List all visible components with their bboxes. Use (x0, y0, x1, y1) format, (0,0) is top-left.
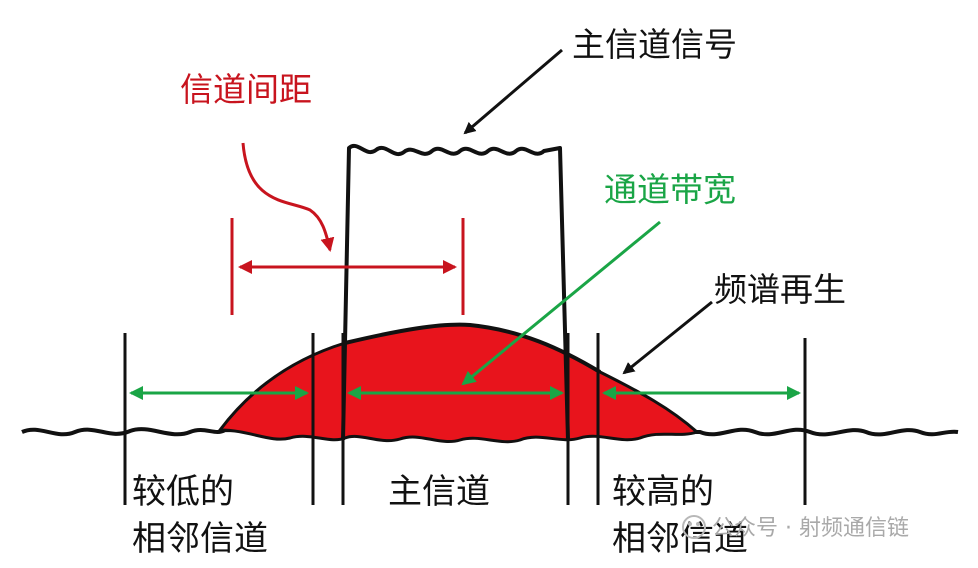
watermark: 公众号 · 射频通信链 (682, 515, 909, 541)
main-signal-pointer (463, 48, 563, 135)
noise-floor (21, 427, 959, 437)
upper-adjacent-line2: 相邻信道 (612, 519, 748, 559)
spectral-regrowth-label: 频谱再生 (714, 270, 846, 309)
spectral-regrowth-area (216, 323, 700, 444)
watermark-text: 公众号 · 射频通信链 (712, 516, 909, 541)
main-channel-label: 主信道 (388, 472, 490, 512)
wechat-icon (682, 515, 706, 539)
lower-adjacent-line1: 较低的 (132, 472, 234, 512)
bandwidth-pointer (461, 220, 661, 386)
bandwidth-label: 通道带宽 (604, 170, 736, 209)
spectral-regrowth-outline (344, 322, 602, 374)
channel-spacing-indicator (230, 142, 465, 315)
channel-spacing-label: 信道间距 (180, 70, 312, 109)
main-signal-block (341, 144, 570, 441)
regrowth-pointer (622, 300, 713, 375)
upper-adjacent-line1: 较高的 (612, 472, 714, 512)
main-signal-label: 主信道信号 (572, 25, 737, 64)
lower-adjacent-line2: 相邻信道 (132, 519, 268, 559)
